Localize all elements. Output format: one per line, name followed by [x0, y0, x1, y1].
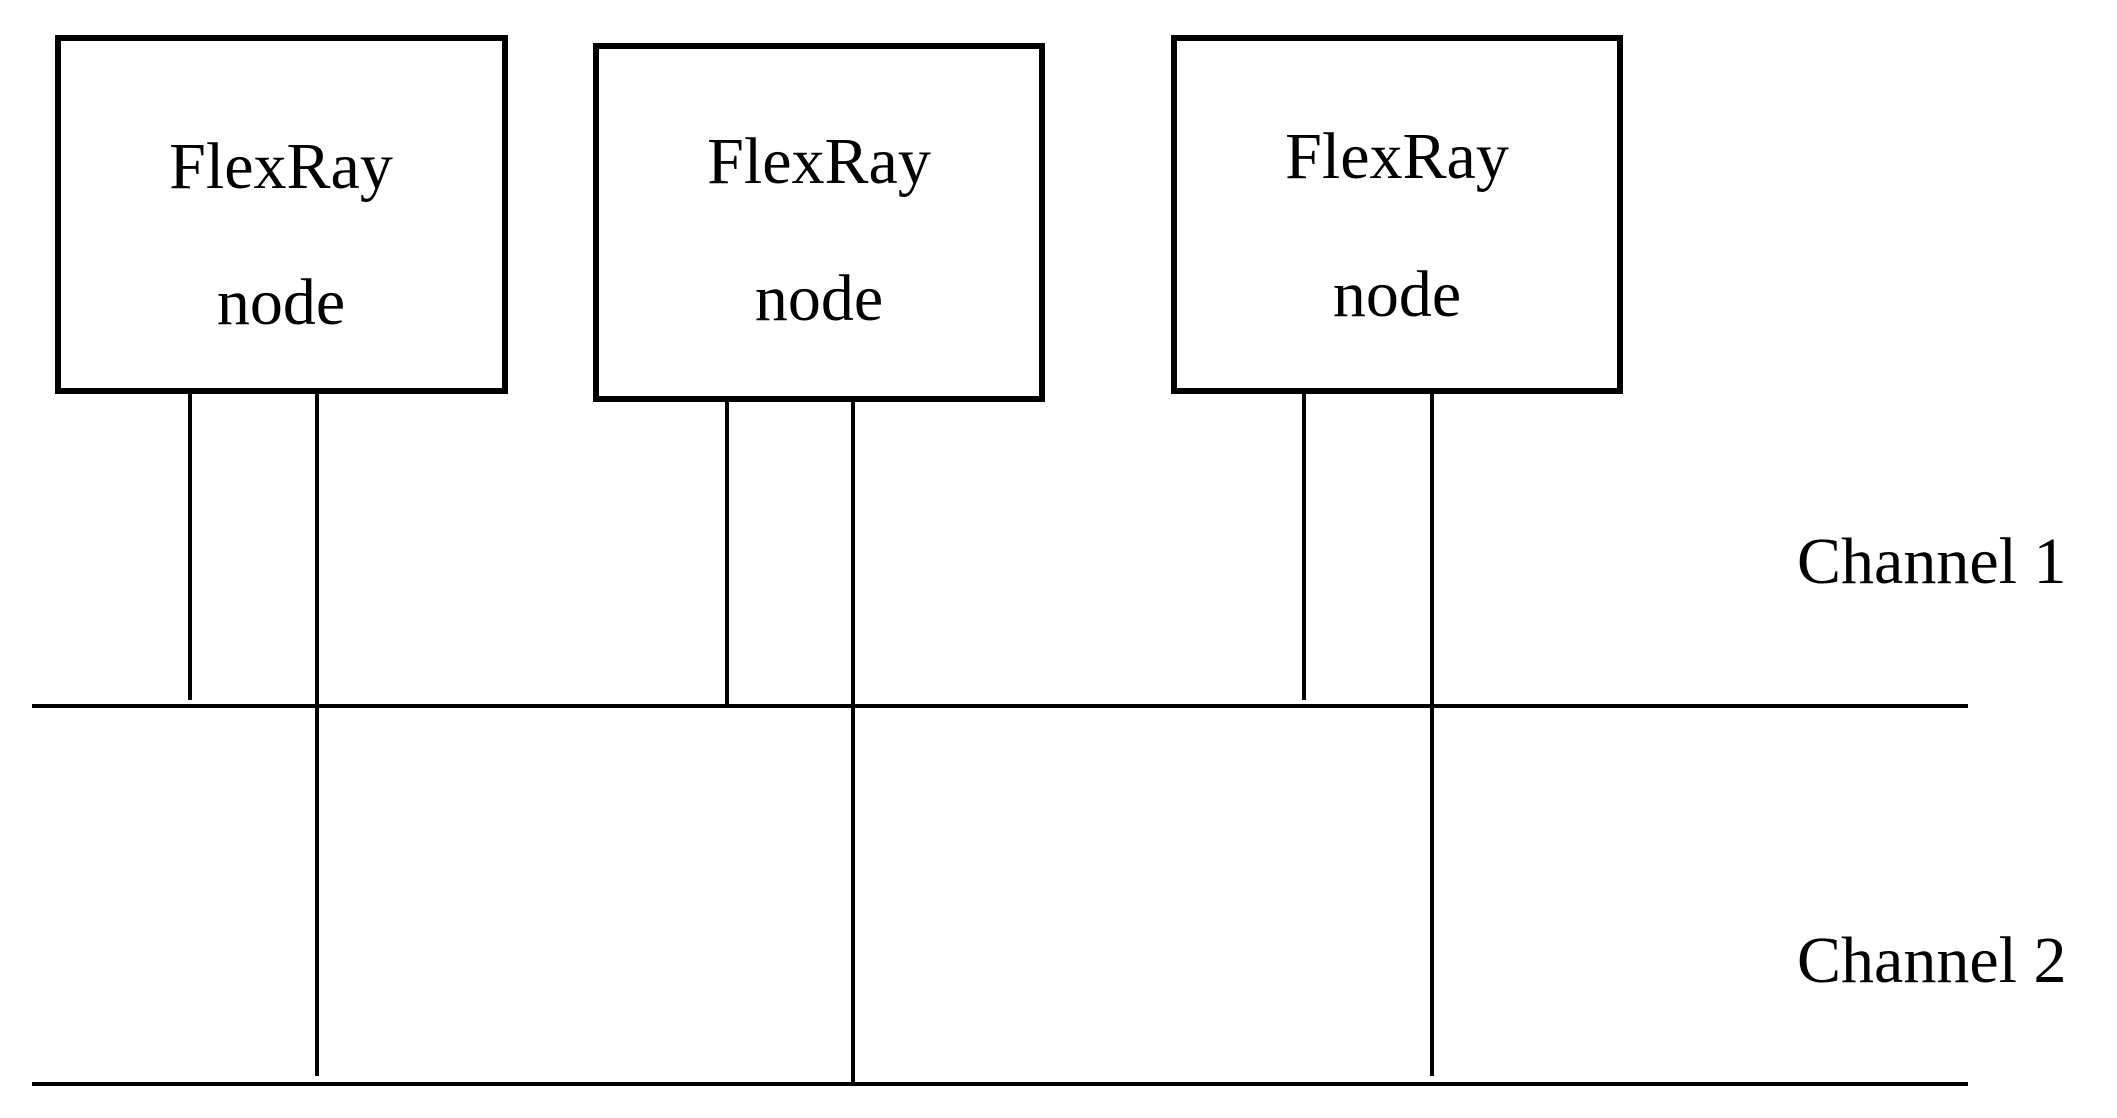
channel-2-label: Channel 2: [1797, 924, 2066, 997]
flexray-node-1: FlexRay node: [55, 35, 508, 1076]
node-2-label-line2: node: [755, 262, 883, 335]
node-3-box: [1171, 35, 1623, 394]
node-2-label-line1: FlexRay: [707, 125, 931, 198]
node-3-label-line2: node: [1333, 258, 1461, 331]
flexray-node-3: FlexRay node: [1171, 35, 1623, 1076]
flexray-node-2: FlexRay node: [593, 43, 1045, 1084]
channel-1-label: Channel 1: [1797, 525, 2066, 598]
node-1-label-line1: FlexRay: [169, 130, 393, 203]
node-1-box: [55, 35, 508, 394]
node-1-label-line2: node: [217, 266, 345, 339]
node-3-label-line1: FlexRay: [1285, 120, 1509, 193]
node-2-box: [593, 43, 1045, 402]
